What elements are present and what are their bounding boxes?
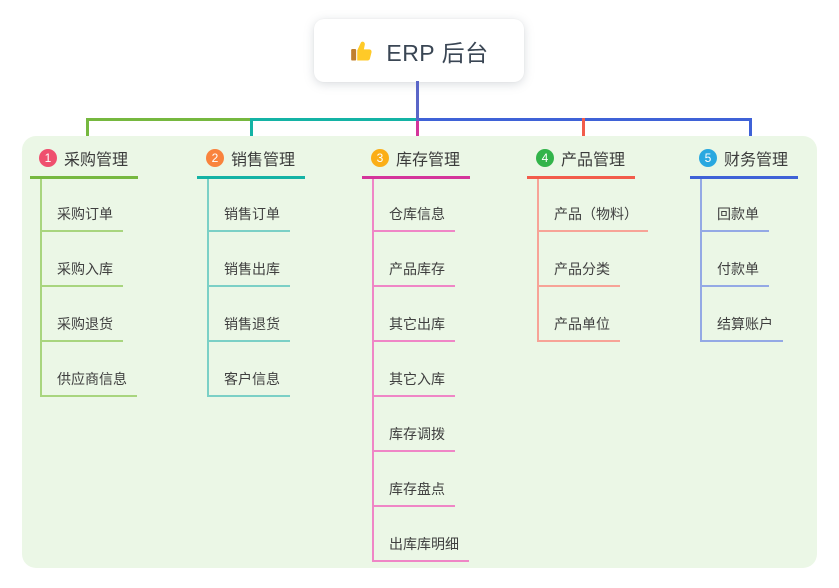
branch-label: 采购管理 (64, 152, 129, 169)
node-payment-doc[interactable]: 付款单 (700, 262, 769, 287)
connector-drop-inventory (416, 121, 419, 145)
branch-number-badge: 2 (206, 149, 224, 167)
node-collection-doc[interactable]: 回款单 (700, 207, 769, 232)
node-sales-return[interactable]: 销售退货 (207, 317, 290, 342)
branch-label: 产品管理 (561, 152, 626, 169)
root-title: ERP 后台 (386, 39, 489, 66)
connector-bus-blue (418, 118, 752, 121)
children-connector-line (40, 179, 42, 397)
connector-bus-teal (252, 118, 418, 121)
node-supplier-info[interactable]: 供应商信息 (40, 372, 137, 397)
branch-underline (690, 176, 798, 179)
branch-underline (362, 176, 470, 179)
node-product-unit[interactable]: 产品单位 (537, 317, 620, 342)
node-warehouse-info[interactable]: 仓库信息 (372, 207, 455, 232)
branches-panel: 1 采购管理 采购订单 采购入库 采购退货 供应商信息 2 销售管理 销售订单 … (22, 136, 817, 568)
connector-drop-purchase (86, 118, 89, 145)
root-node-erp[interactable]: ERP 后台 (314, 19, 524, 82)
branch-inventory-header[interactable]: 3 库存管理 (362, 146, 512, 170)
thumbs-up-icon (349, 38, 375, 64)
branch-finance-management: 5 财务管理 回款单 付款单 结算账户 (690, 146, 839, 342)
node-customer-info[interactable]: 客户信息 (207, 372, 290, 397)
branch-number-badge: 4 (536, 149, 554, 167)
branch-underline (527, 176, 635, 179)
branch-finance-header[interactable]: 5 财务管理 (690, 146, 839, 170)
node-inout-detail[interactable]: 出库库明细 (372, 537, 469, 562)
node-other-outbound[interactable]: 其它出库 (372, 317, 455, 342)
node-sales-order[interactable]: 销售订单 (207, 207, 290, 232)
branch-underline (197, 176, 305, 179)
children-connector-line (372, 179, 374, 562)
node-stock-transfer[interactable]: 库存调拨 (372, 427, 455, 452)
branch-purchase-management: 1 采购管理 采购订单 采购入库 采购退货 供应商信息 (30, 146, 180, 397)
branch-inventory-management: 3 库存管理 仓库信息 产品库存 其它出库 其它入库 库存调拨 库存盘点 出库库… (362, 146, 512, 562)
node-product-material[interactable]: 产品（物料） (537, 207, 648, 232)
branch-number-badge: 3 (371, 149, 389, 167)
node-product-stock[interactable]: 产品库存 (372, 262, 455, 287)
node-purchase-order[interactable]: 采购订单 (40, 207, 123, 232)
branch-label: 财务管理 (724, 152, 789, 169)
branch-purchase-header[interactable]: 1 采购管理 (30, 146, 180, 170)
connector-root-stem (416, 81, 419, 121)
branch-sales-header[interactable]: 2 销售管理 (197, 146, 347, 170)
branch-label: 库存管理 (396, 152, 461, 169)
node-purchase-return[interactable]: 采购退货 (40, 317, 123, 342)
node-purchase-inbound[interactable]: 采购入库 (40, 262, 123, 287)
node-stock-count[interactable]: 库存盘点 (372, 482, 455, 507)
children-connector-line (207, 179, 209, 397)
branch-number-badge: 5 (699, 149, 717, 167)
connector-drop-product (582, 118, 585, 145)
branch-product-header[interactable]: 4 产品管理 (527, 146, 677, 170)
children-connector-line (700, 179, 702, 342)
connector-drop-sales (250, 118, 253, 145)
node-sales-outbound[interactable]: 销售出库 (207, 262, 290, 287)
branch-label: 销售管理 (231, 152, 296, 169)
connector-bus-green (86, 118, 252, 121)
branch-number-badge: 1 (39, 149, 57, 167)
node-product-category[interactable]: 产品分类 (537, 262, 620, 287)
branch-product-management: 4 产品管理 产品（物料） 产品分类 产品单位 (527, 146, 677, 342)
children-connector-line (537, 179, 539, 342)
branch-underline (30, 176, 138, 179)
node-settlement-account[interactable]: 结算账户 (700, 317, 783, 342)
connector-drop-finance (749, 118, 752, 145)
branch-sales-management: 2 销售管理 销售订单 销售出库 销售退货 客户信息 (197, 146, 347, 397)
node-other-inbound[interactable]: 其它入库 (372, 372, 455, 397)
